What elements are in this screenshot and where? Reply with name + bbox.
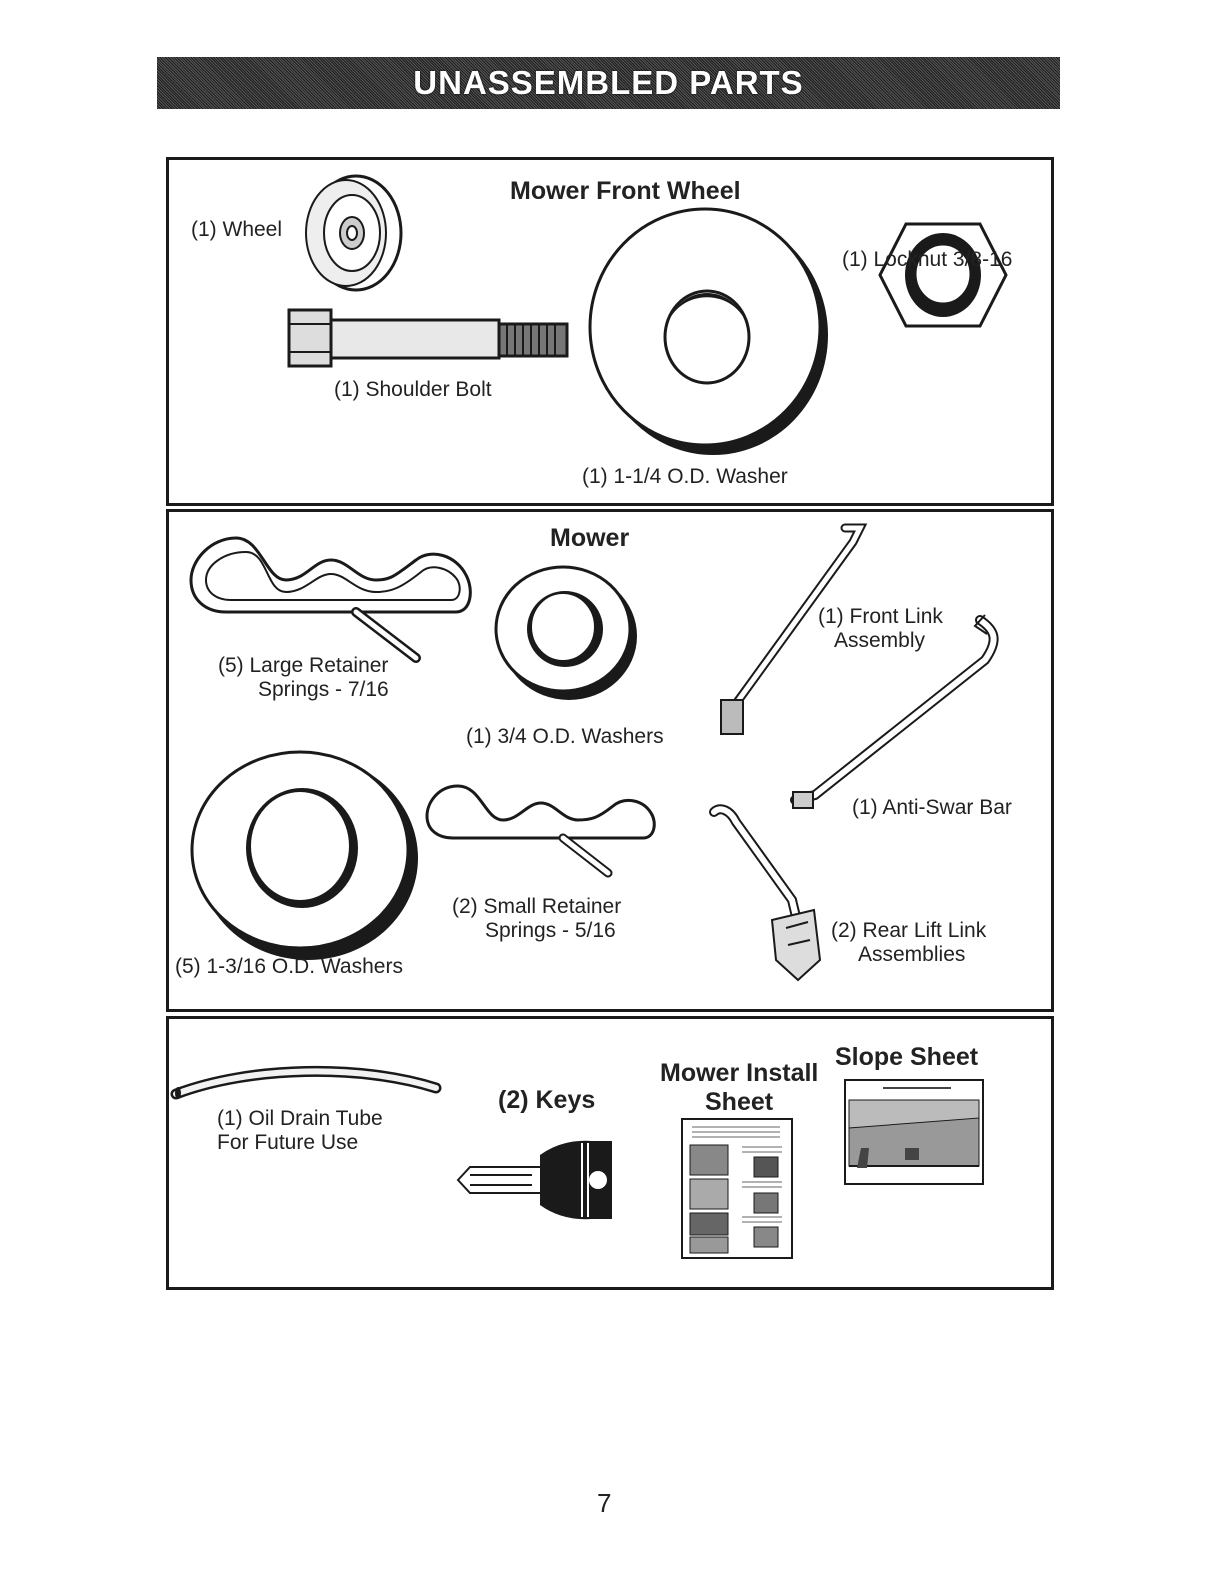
front-wheel-title: Mower Front Wheel [510,177,741,205]
oil-drain-tube-icon [170,1065,442,1100]
section-banner: UNASSEMBLED PARTS [157,57,1060,109]
install-sheet-title: Mower Install Sheet [660,1059,819,1116]
rear-lift-link-icon [709,804,822,982]
large-washer-label: (1) 1-1/4 O.D. Washer [582,465,788,488]
wheel-icon [305,174,403,292]
slope-sheet-title: Slope Sheet [835,1043,979,1071]
small-washer-icon [494,565,637,700]
anti-sway-bar-label: (1) Anti-Swar Bar [852,796,1012,819]
small-washer-label: (1) 3/4 O.D. Washers [466,725,664,748]
front-wheel-panel [166,157,1054,506]
misc-panel [166,1016,1054,1290]
slope-sheet-icon [844,1079,984,1185]
key-icon [456,1140,612,1220]
washer-1316-label: (5) 1-3/16 O.D. Washers [175,955,403,978]
small-retainer-spring-icon [425,784,656,878]
shoulder-bolt-icon [287,308,569,368]
keys-title: (2) Keys [498,1086,596,1114]
large-retainer-spring-icon [189,536,472,663]
locknut-icon [878,222,1008,328]
page-number: 7 [597,1488,612,1518]
install-sheet-icon [681,1118,793,1259]
large-washer-icon [588,207,828,455]
wheel-label: (1) Wheel [191,218,283,241]
banner-title: UNASSEMBLED PARTS [413,64,804,101]
oil-drain-tube-label: (1) Oil Drain Tube For Future Use [217,1107,383,1154]
front-link-label: (1) Front Link Assembly [818,605,943,652]
small-springs-label: (2) Small Retainer Springs - 5/16 [452,895,622,942]
washer-1316-icon [190,750,418,960]
mower-panel [166,509,1054,1012]
rear-lift-link-label: (2) Rear Lift Link Assemblies [831,919,987,966]
large-springs-label: (5) Large Retainer Springs - 7/16 [218,654,389,701]
shoulder-bolt-label: (1) Shoulder Bolt [334,378,492,401]
front-link-anti-sway-icon [720,523,999,809]
mower-title: Mower [550,524,630,552]
locknut-label: (1) Locknut 3/8-16 [842,248,1013,271]
